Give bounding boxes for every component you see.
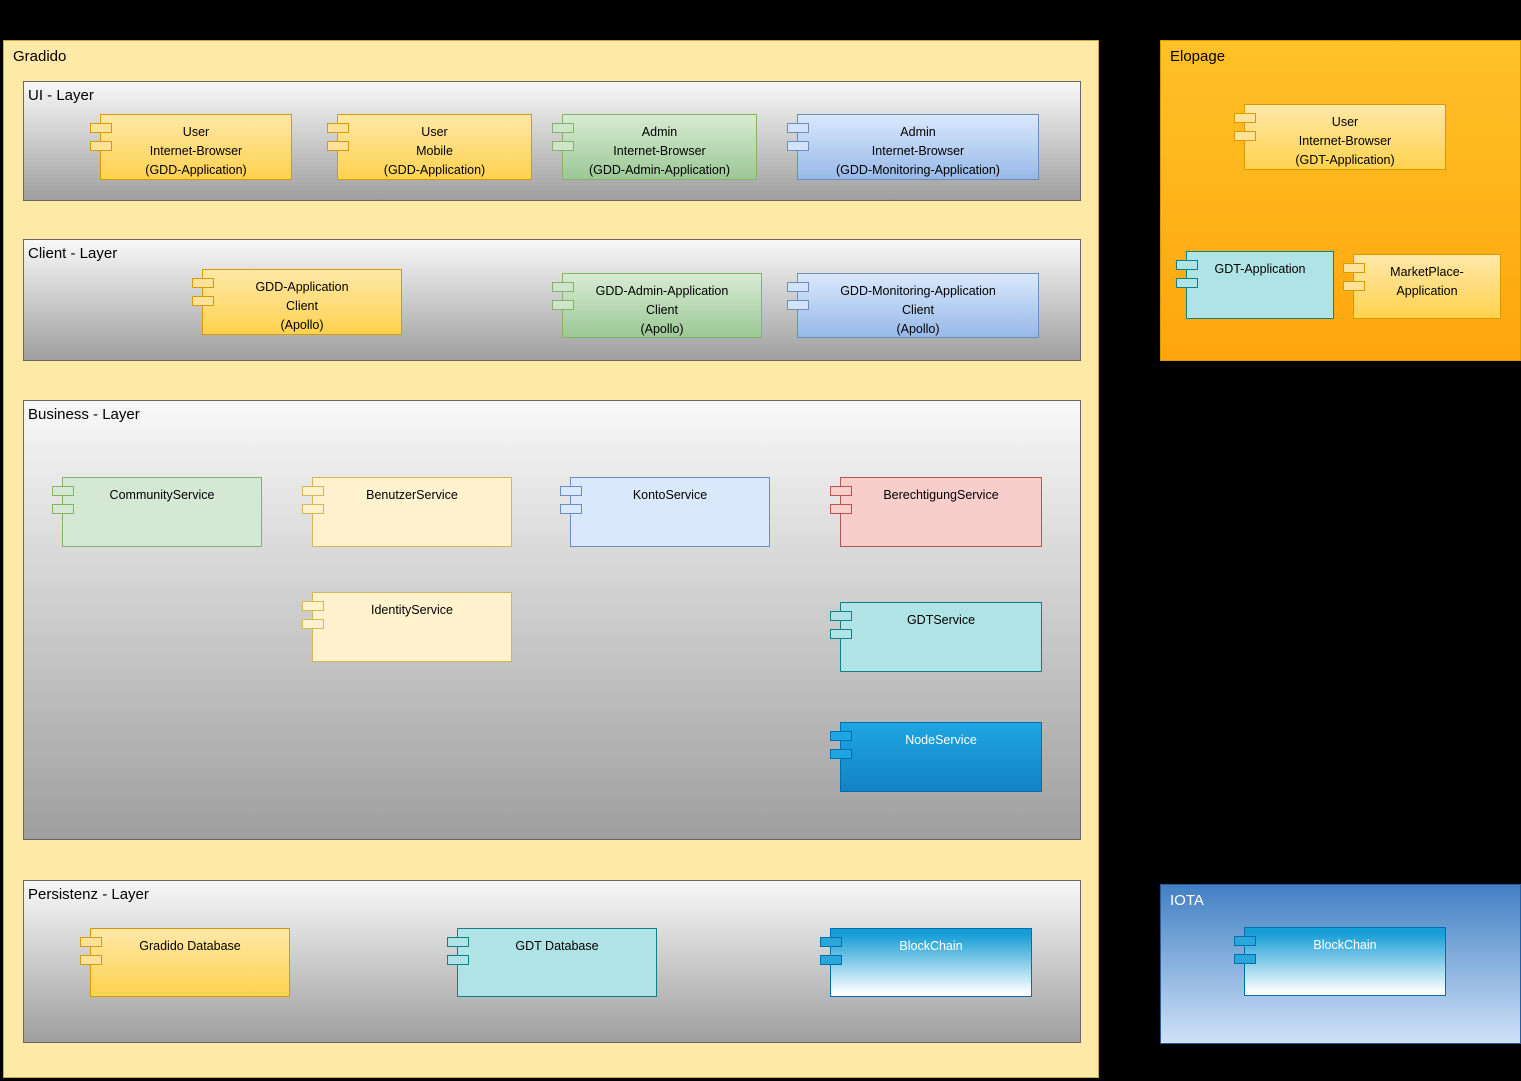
component-tab-icon (1234, 936, 1256, 946)
gradido-container[interactable]: Gradido UI - Layer User Internet-Browser… (3, 40, 1099, 1078)
component-tab-icon (830, 504, 852, 514)
component-label: CommunityService (109, 488, 215, 502)
component-tab-icon (90, 141, 112, 151)
component-tab-icon (552, 300, 574, 310)
component-tab-icon (1176, 260, 1198, 270)
client-layer-title: Client - Layer (28, 245, 118, 262)
component-tab-icon (52, 504, 74, 514)
component-tab-icon (447, 955, 469, 965)
component-tab-icon (327, 123, 349, 133)
component-label: GDTService (906, 613, 976, 627)
component-tab-icon (787, 282, 809, 292)
persistenz-layer-title: Persistenz - Layer (28, 886, 149, 903)
component-gradido-database[interactable]: Gradido Database (80, 928, 290, 997)
component-identity-service[interactable]: IdentityService (302, 592, 512, 662)
component-label: GDT-Application (1214, 262, 1306, 276)
component-label: Admin Internet-Browser (GDD-Admin-Applic… (588, 125, 730, 177)
component-tab-icon (447, 937, 469, 947)
component-tab-icon (820, 937, 842, 947)
component-label: BenutzerService (366, 488, 458, 502)
business-layer-title: Business - Layer (28, 406, 140, 423)
component-tab-icon (302, 601, 324, 611)
component-label: BerechtigungService (883, 488, 999, 502)
component-ui-admin-internet-browser[interactable]: Admin Internet-Browser (GDD-Admin-Applic… (552, 114, 757, 180)
gradido-title: Gradido (13, 48, 67, 65)
component-marketplace-application[interactable]: MarketPlace- Application (1343, 254, 1501, 319)
component-label: BlockChain (899, 939, 963, 953)
iota-title: IOTA (1170, 892, 1204, 909)
component-gdd-admin-application-client[interactable]: GDD-Admin-Application Client (Apollo) (552, 273, 762, 338)
client-layer[interactable]: Client - Layer GDD-Application Client (A… (23, 239, 1081, 361)
component-tab-icon (820, 955, 842, 965)
persistenz-layer[interactable]: Persistenz - Layer Gradido Database GDT … (23, 880, 1081, 1043)
component-label: BlockChain (1313, 938, 1377, 952)
component-tab-icon (52, 486, 74, 496)
component-tab-icon (80, 937, 102, 947)
component-benutzer-service[interactable]: BenutzerService (302, 477, 512, 547)
business-layer[interactable]: Business - Layer CommunityService Benutz… (23, 400, 1081, 840)
component-label: MarketPlace- Application (1390, 265, 1464, 298)
component-tab-icon (302, 619, 324, 629)
component-tab-icon (787, 141, 809, 151)
component-konto-service[interactable]: KontoService (560, 477, 770, 547)
elopage-title: Elopage (1170, 48, 1226, 65)
component-label: User Internet-Browser (GDT-Application) (1295, 115, 1395, 167)
component-tab-icon (192, 278, 214, 288)
component-label: User Internet-Browser (GDD-Application) (145, 125, 247, 177)
ui-layer-title: UI - Layer (28, 87, 94, 104)
component-gdt-service[interactable]: GDTService (830, 602, 1042, 672)
component-berechtigung-service[interactable]: BerechtigungService (830, 477, 1042, 547)
component-tab-icon (1234, 954, 1256, 964)
component-tab-icon (1343, 281, 1365, 291)
component-gdd-application-client[interactable]: GDD-Application Client (Apollo) (192, 269, 402, 335)
component-label: Gradido Database (139, 939, 241, 953)
component-label: GDD-Admin-Application Client (Apollo) (595, 284, 729, 336)
component-community-service[interactable]: CommunityService (52, 477, 262, 547)
component-tab-icon (552, 282, 574, 292)
component-tab-icon (830, 611, 852, 621)
component-label: GDD-Application Client (Apollo) (255, 280, 349, 332)
component-gdd-monitoring-application-client[interactable]: GDD-Monitoring-Application Client (Apoll… (787, 273, 1039, 338)
component-tab-icon (90, 123, 112, 133)
component-tab-icon (787, 123, 809, 133)
component-ui-admin-monitoring-browser[interactable]: Admin Internet-Browser (GDD-Monitoring-A… (787, 114, 1039, 180)
ui-layer[interactable]: UI - Layer User Internet-Browser (GDD-Ap… (23, 81, 1081, 201)
component-label: NodeService (905, 733, 977, 747)
component-ui-user-mobile[interactable]: User Mobile (GDD-Application) (327, 114, 532, 180)
elopage-container[interactable]: Elopage User Internet-Browser (GDT-Appli… (1160, 40, 1521, 361)
component-label: GDD-Monitoring-Application Client (Apoll… (840, 284, 996, 336)
component-tab-icon (302, 486, 324, 496)
component-tab-icon (1343, 263, 1365, 273)
component-tab-icon (1176, 278, 1198, 288)
component-tab-icon (830, 486, 852, 496)
component-tab-icon (830, 731, 852, 741)
component-label: KontoService (632, 488, 708, 502)
component-tab-icon (302, 504, 324, 514)
component-tab-icon (560, 486, 582, 496)
component-tab-icon (787, 300, 809, 310)
component-node-service[interactable]: NodeService (830, 722, 1042, 792)
component-tab-icon (327, 141, 349, 151)
component-tab-icon (830, 749, 852, 759)
component-tab-icon (192, 296, 214, 306)
component-label: User Mobile (GDD-Application) (383, 125, 486, 177)
component-label: GDT Database (515, 939, 599, 953)
component-tab-icon (1234, 113, 1256, 123)
component-elopage-user-internet-browser[interactable]: User Internet-Browser (GDT-Application) (1234, 104, 1446, 170)
component-tab-icon (80, 955, 102, 965)
component-label: Admin Internet-Browser (GDD-Monitoring-A… (836, 125, 1000, 177)
component-tab-icon (560, 504, 582, 514)
component-tab-icon (1234, 131, 1256, 141)
component-tab-icon (830, 629, 852, 639)
component-gdt-database[interactable]: GDT Database (447, 928, 657, 997)
component-label: IdentityService (371, 603, 453, 617)
iota-container[interactable]: IOTA BlockChain (1160, 884, 1521, 1044)
component-tab-icon (552, 123, 574, 133)
component-ui-user-internet-browser[interactable]: User Internet-Browser (GDD-Application) (90, 114, 292, 180)
component-blockchain-iota[interactable]: BlockChain (1234, 927, 1446, 996)
component-tab-icon (552, 141, 574, 151)
component-blockchain-gradido[interactable]: BlockChain (820, 928, 1032, 997)
component-gdt-application[interactable]: GDT-Application (1176, 251, 1334, 319)
